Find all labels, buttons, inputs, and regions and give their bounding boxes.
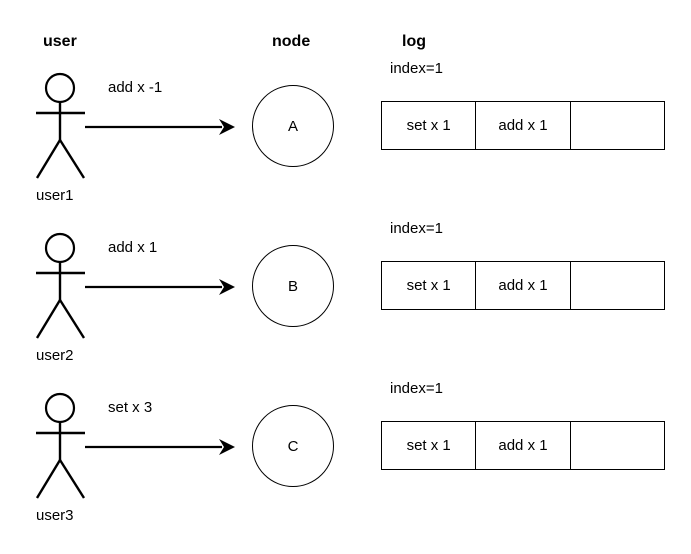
diagram-row: user1 add x -1 A index=1 set x 1 add x 1 (0, 0, 691, 203)
log-index-label: index=1 (390, 60, 443, 77)
log-index-label: index=1 (390, 220, 443, 237)
message-arrow-icon (85, 439, 235, 455)
log-cell[interactable]: set x 1 (382, 102, 477, 149)
stick-figure-icon (35, 232, 86, 339)
node-circle[interactable]: C (252, 405, 334, 487)
log-cell-empty[interactable] (571, 422, 664, 469)
log-cell[interactable]: set x 1 (382, 422, 477, 469)
message-label: add x 1 (108, 239, 158, 256)
node-label: B (287, 277, 298, 295)
actor-label: user3 (36, 507, 74, 524)
log-table: set x 1 add x 1 (381, 101, 665, 150)
message-arrow-icon (85, 119, 235, 135)
log-index-label: index=1 (390, 380, 443, 397)
message-arrow-icon (85, 279, 235, 295)
column-header-log: log (402, 33, 426, 50)
diagram-row: user2 add x 1 B index=1 set x 1 add x 1 (0, 160, 691, 363)
actor-label: user1 (36, 187, 74, 204)
message-label: set x 3 (108, 399, 153, 416)
actor-label: user2 (36, 347, 74, 364)
node-label: C (287, 437, 299, 455)
log-table: set x 1 add x 1 (381, 261, 665, 310)
log-cell[interactable]: add x 1 (476, 102, 571, 149)
log-cell-empty[interactable] (571, 262, 664, 309)
node-circle[interactable]: B (252, 245, 334, 327)
log-cell[interactable]: add x 1 (476, 262, 571, 309)
node-label: A (287, 117, 298, 135)
message-label: add x -1 (108, 79, 163, 96)
column-header-node: node (272, 33, 311, 50)
log-cell[interactable]: set x 1 (382, 262, 477, 309)
log-cell-empty[interactable] (571, 102, 664, 149)
stick-figure-icon (35, 392, 86, 499)
log-table: set x 1 add x 1 (381, 421, 665, 470)
node-circle[interactable]: A (252, 85, 334, 167)
diagram-row: user3 set x 3 C index=1 set x 1 add x 1 (0, 320, 691, 523)
column-header-user: user (43, 33, 77, 50)
stick-figure-icon (35, 72, 86, 179)
log-cell[interactable]: add x 1 (476, 422, 571, 469)
